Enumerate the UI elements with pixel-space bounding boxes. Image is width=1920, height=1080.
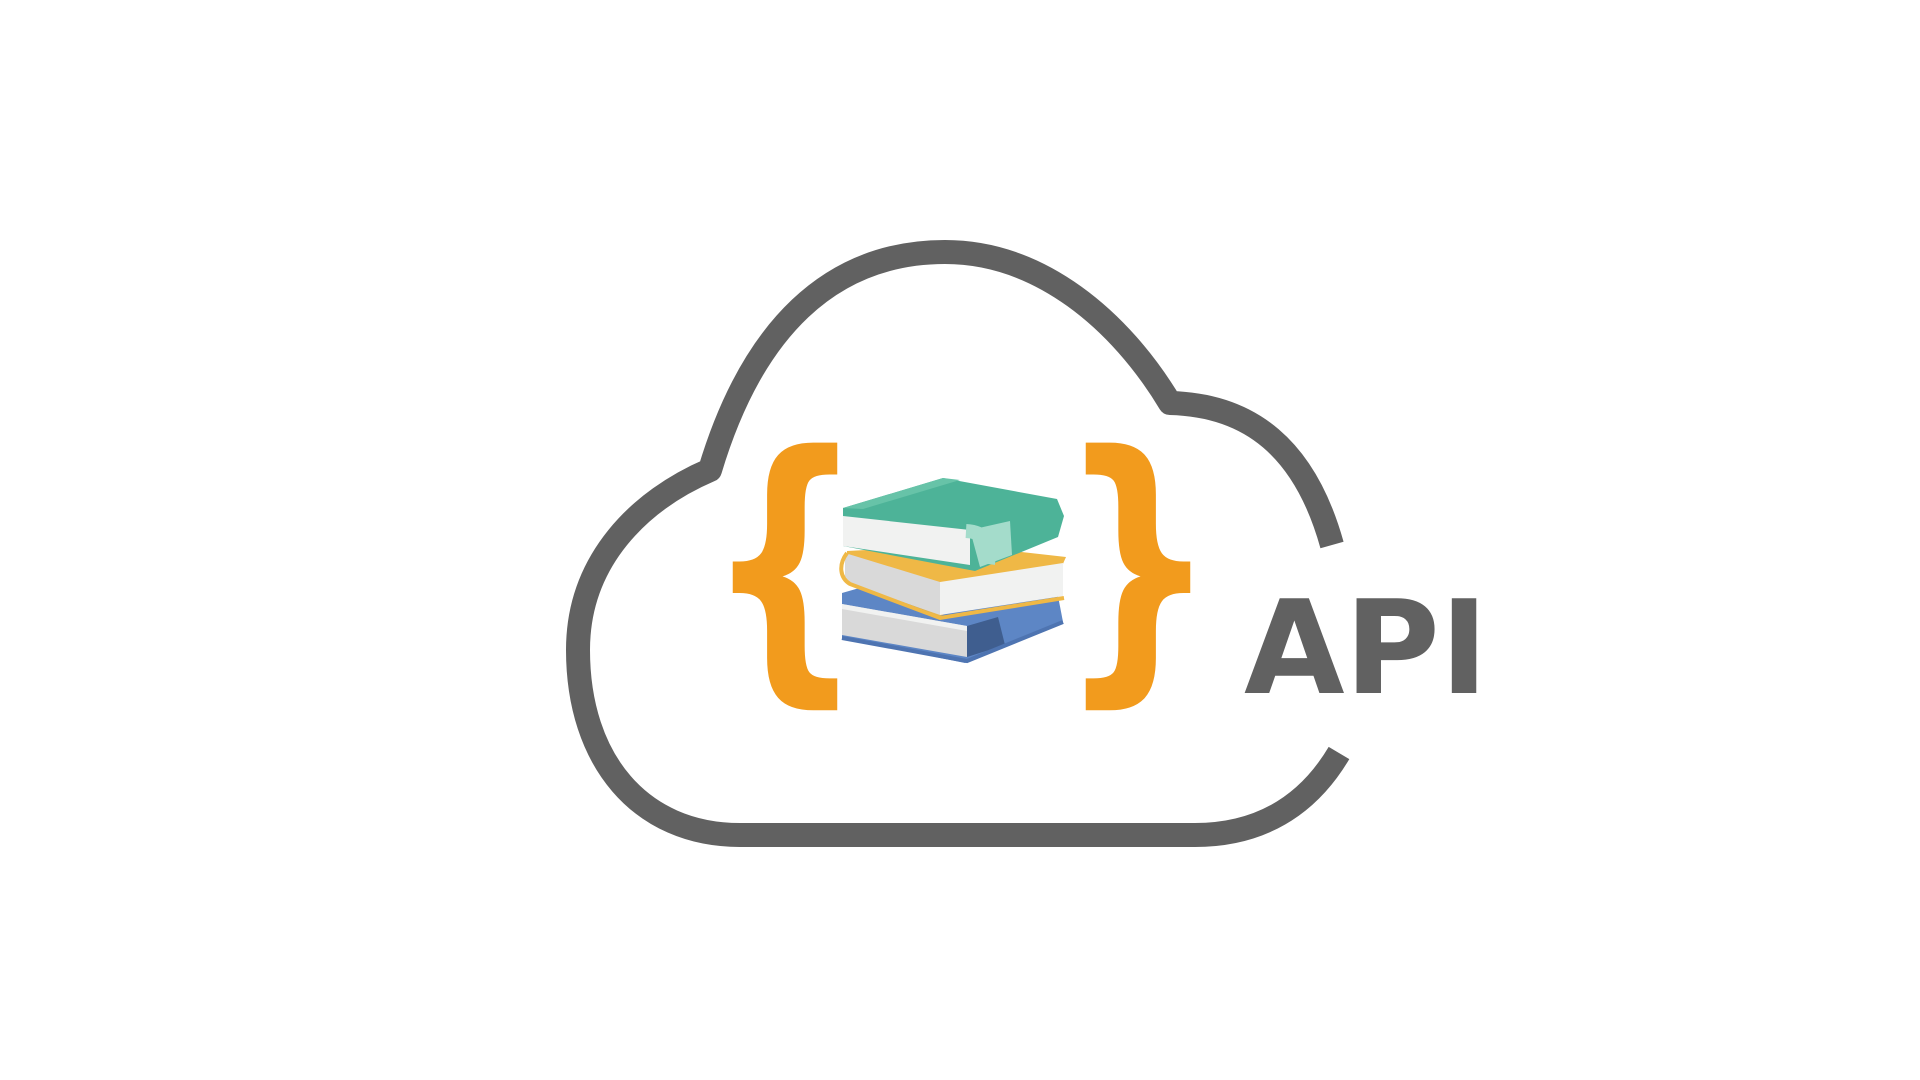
cloud-outline-icon (566, 240, 1350, 847)
left-curly-brace-icon: { (704, 395, 865, 732)
book-stack-icon (839, 478, 1066, 664)
right-curly-brace-icon: } (1057, 395, 1218, 732)
api-label: API (1244, 572, 1488, 724)
middle-book (839, 545, 1066, 621)
top-book (843, 478, 1064, 571)
